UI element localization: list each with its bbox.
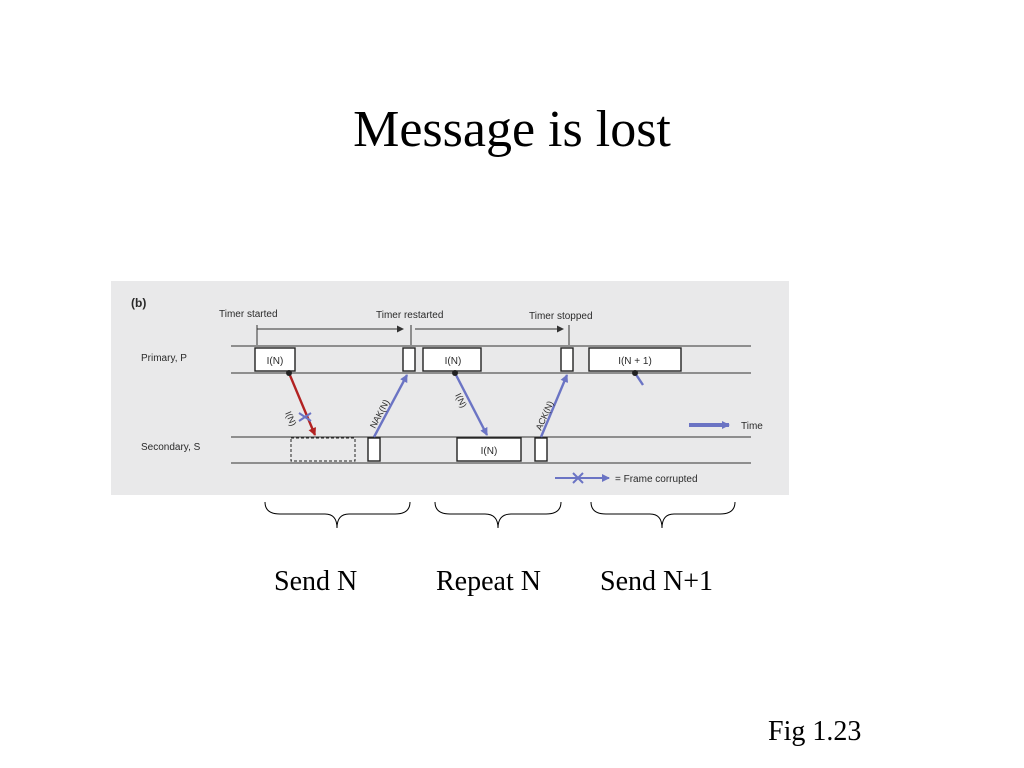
primary-frame-n-label: I(N)	[267, 356, 284, 367]
secondary-ack-box	[534, 437, 548, 462]
secondary-frame-n-repeat	[456, 437, 522, 462]
secondary-nak-box	[367, 437, 381, 462]
corrupted-mark	[298, 412, 312, 422]
panel-label: (b)	[131, 296, 146, 310]
brace-send-n	[264, 501, 411, 529]
phase-label-send-n-plus-1: Send N+1	[600, 566, 714, 597]
corrupted-legend-label: = Frame corrupted	[615, 474, 698, 485]
secondary-lost-frame	[290, 437, 356, 462]
time-legend-label: Time	[741, 421, 763, 432]
primary-frame-next-label: I(N + 1)	[618, 356, 652, 367]
lost-frame-arrow	[287, 372, 317, 436]
protocol-diagram: (b) Timer started Timer restarted Timer …	[111, 281, 789, 495]
brace-repeat-n	[434, 501, 562, 529]
phase-label-repeat-n: Repeat N	[436, 566, 541, 597]
repeat-frame-arrow	[453, 372, 489, 436]
timer-stopped-label: Timer stopped	[529, 311, 593, 322]
slide-title: Message is lost	[353, 101, 671, 158]
secondary-frame-repeat-label: I(N)	[481, 446, 498, 457]
primary-ack-box	[560, 347, 574, 372]
secondary-label: Secondary, S	[141, 442, 201, 453]
brace-send-n-plus-1	[590, 501, 736, 529]
corrupted-legend-mark	[572, 472, 584, 484]
primary-frame-n	[254, 347, 296, 372]
phase-label-send-n: Send N	[274, 566, 358, 597]
ack-arrow	[539, 374, 569, 438]
primary-label: Primary, P	[141, 353, 187, 364]
next-frame-origin-dot	[632, 370, 638, 376]
timer-restarted-label: Timer restarted	[376, 310, 443, 321]
figure-background	[111, 281, 789, 495]
lost-frame-origin-dot	[286, 370, 292, 376]
primary-frame-n-repeat	[422, 347, 482, 372]
timer-started-label: Timer started	[219, 309, 278, 320]
figure-caption: Fig 1.23	[768, 716, 862, 747]
primary-nak-box	[402, 347, 416, 372]
primary-frame-repeat-label: I(N)	[445, 356, 462, 367]
repeat-frame-origin-dot	[452, 370, 458, 376]
nak-arrow	[372, 374, 409, 438]
